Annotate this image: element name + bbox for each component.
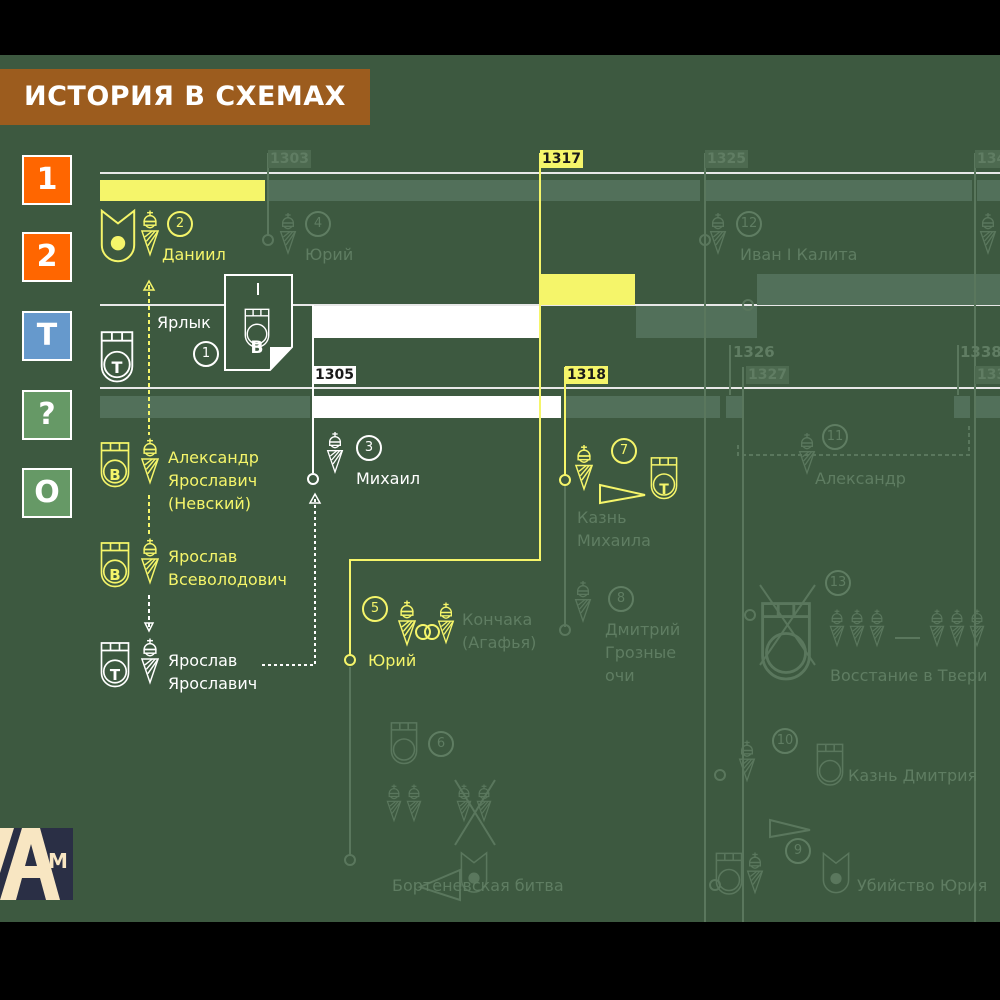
reign-bar-ivan-dim bbox=[705, 180, 972, 201]
prince-icon bbox=[398, 599, 416, 646]
side-button-2[interactable]: 2 bbox=[22, 232, 72, 282]
label-tver-uprising: Восстание в Твери bbox=[830, 666, 988, 685]
reign-bar-dim bbox=[636, 306, 757, 338]
event-number: 3 bbox=[356, 435, 382, 461]
svg-text:В: В bbox=[109, 566, 120, 584]
side-button-question[interactable]: ? bbox=[22, 390, 72, 440]
tver-bar-dim bbox=[954, 396, 970, 418]
connector-1317 bbox=[349, 153, 541, 655]
tver-bar-dim bbox=[100, 396, 310, 418]
prince-icon bbox=[141, 437, 159, 484]
reign-bar-yuri-yarlyk bbox=[541, 274, 635, 305]
svg-text:Т: Т bbox=[659, 482, 669, 498]
prince-icon bbox=[141, 209, 159, 256]
svg-text:М: М bbox=[48, 849, 68, 873]
logo: М bbox=[0, 828, 73, 900]
svg-text:В: В bbox=[109, 466, 120, 484]
event-number: 5 bbox=[362, 596, 388, 622]
year-label-1338: 1338 bbox=[960, 343, 1000, 361]
moscow-shield-icon bbox=[100, 209, 136, 263]
prince-icon bbox=[141, 537, 159, 584]
label-konchaka: Кончака(Агафья) bbox=[462, 610, 537, 652]
svg-text:Т: Т bbox=[112, 358, 123, 377]
svg-text:Т: Т bbox=[110, 666, 121, 684]
event-number: 13 bbox=[825, 570, 851, 596]
label-bortenevo-battle: Бортеневская битва bbox=[392, 876, 564, 895]
event-number: 2 bbox=[167, 211, 193, 237]
year-label-1318: 1318 bbox=[565, 366, 608, 384]
event-number: 4 bbox=[305, 211, 331, 237]
event-number: 10 bbox=[772, 728, 798, 754]
year-label-1305: 1305 bbox=[313, 366, 356, 384]
prince-icon bbox=[326, 431, 344, 473]
label-yuri: Юрий bbox=[368, 651, 417, 670]
event-number: 11 bbox=[822, 424, 848, 450]
event-number: 12 bbox=[736, 211, 762, 237]
svg-text:В: В bbox=[251, 338, 264, 358]
princess-icon bbox=[437, 601, 455, 644]
side-button-other[interactable]: О bbox=[22, 468, 72, 518]
tver-bar-mikhail bbox=[313, 396, 561, 418]
year-label-1317: 1317 bbox=[540, 150, 583, 168]
event-number: 7 bbox=[611, 438, 637, 464]
label-yuri-dim: Юрий bbox=[305, 245, 354, 264]
side-button-tver[interactable]: Т bbox=[22, 311, 72, 361]
year-label-133x: 133 bbox=[975, 366, 1000, 384]
year-label-134x: 134 bbox=[975, 150, 1000, 168]
year-label-1325: 1325 bbox=[705, 150, 748, 168]
tver-bar-dim bbox=[975, 396, 1000, 418]
side-button-1[interactable]: 1 bbox=[22, 155, 72, 205]
event-number: 8 bbox=[608, 586, 634, 612]
prince-icon bbox=[574, 444, 594, 490]
marriage-rings-icon bbox=[415, 624, 440, 640]
label-mikhail: Михаил bbox=[356, 469, 421, 488]
diagram-canvas: ИСТОРИЯ В СХЕМАХ 1 2 Т ? О bbox=[0, 55, 1000, 922]
label-yarlyk: Ярлык bbox=[157, 313, 211, 332]
page-title: ИСТОРИЯ В СХЕМАХ bbox=[0, 69, 370, 125]
label-murder-yuri: Убийство Юрия bbox=[857, 876, 988, 895]
label-daniil: Даниил bbox=[162, 245, 226, 264]
label-ivan-kalita: Иван I Калита bbox=[740, 245, 858, 264]
reign-bar-dim bbox=[757, 274, 1000, 305]
reign-bar-daniil bbox=[100, 180, 265, 201]
reign-bar-later-dim bbox=[977, 180, 1000, 201]
event-number: 6 bbox=[428, 731, 454, 757]
label-execution-dmitry: Казнь Дмитрия bbox=[848, 766, 978, 785]
prince-icon bbox=[141, 637, 159, 684]
timeline-graphics: В Т В В Т Т bbox=[100, 153, 1000, 922]
year-label-1326: 1326 bbox=[733, 343, 775, 361]
reign-bar-yuri-dim bbox=[268, 180, 700, 201]
tver-bar-dim bbox=[726, 396, 743, 418]
horde-icon bbox=[599, 483, 646, 505]
label-alexander: Александр bbox=[815, 469, 906, 488]
event-number: 1 bbox=[193, 341, 219, 367]
year-label-1303: 1303 bbox=[268, 150, 311, 168]
event-number: 9 bbox=[785, 838, 811, 864]
reign-bar-mikhail bbox=[313, 306, 541, 338]
tver-bar-dim bbox=[565, 396, 720, 418]
year-label-1327: 1327 bbox=[746, 366, 789, 384]
